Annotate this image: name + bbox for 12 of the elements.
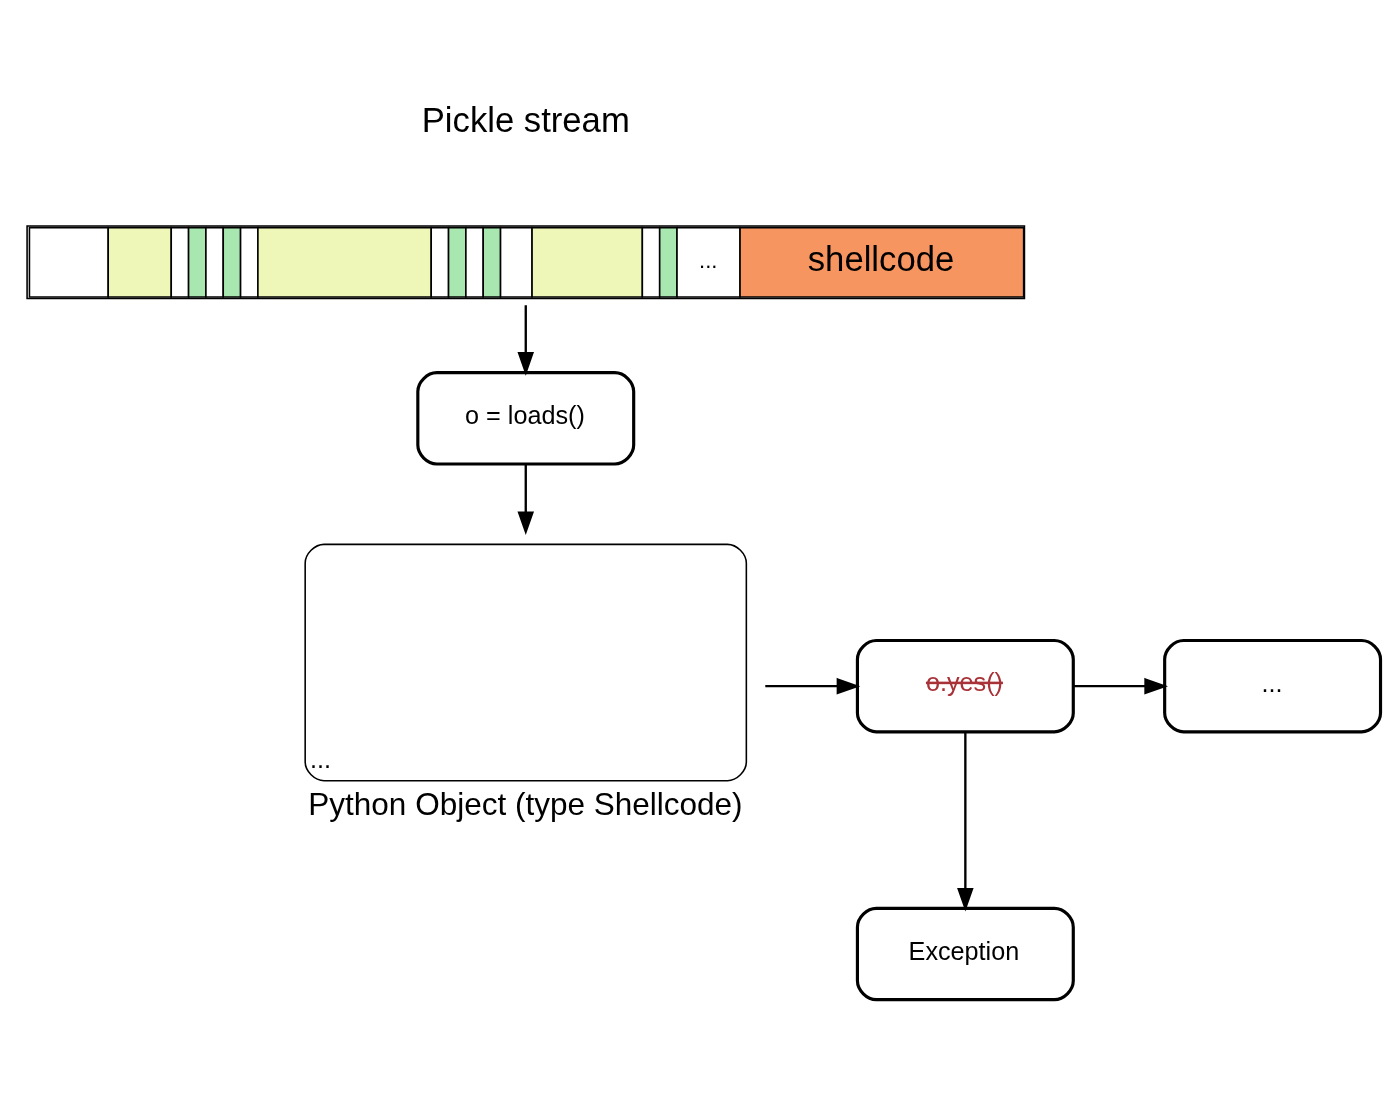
arrow (765, 677, 861, 694)
node-box: o.yes() (855, 638, 1075, 733)
node-box: o = loads() (416, 370, 636, 466)
node-label: Python Object (type Shellcode) (308, 785, 743, 822)
node-box: ... (1163, 638, 1383, 733)
arrow (517, 463, 535, 535)
node-box: ... (304, 543, 748, 781)
node-box: Exception (855, 906, 1075, 1001)
arrow (517, 304, 535, 376)
arrow (957, 731, 974, 912)
label: Pickle stream (421, 100, 630, 139)
arrow (1073, 677, 1168, 694)
